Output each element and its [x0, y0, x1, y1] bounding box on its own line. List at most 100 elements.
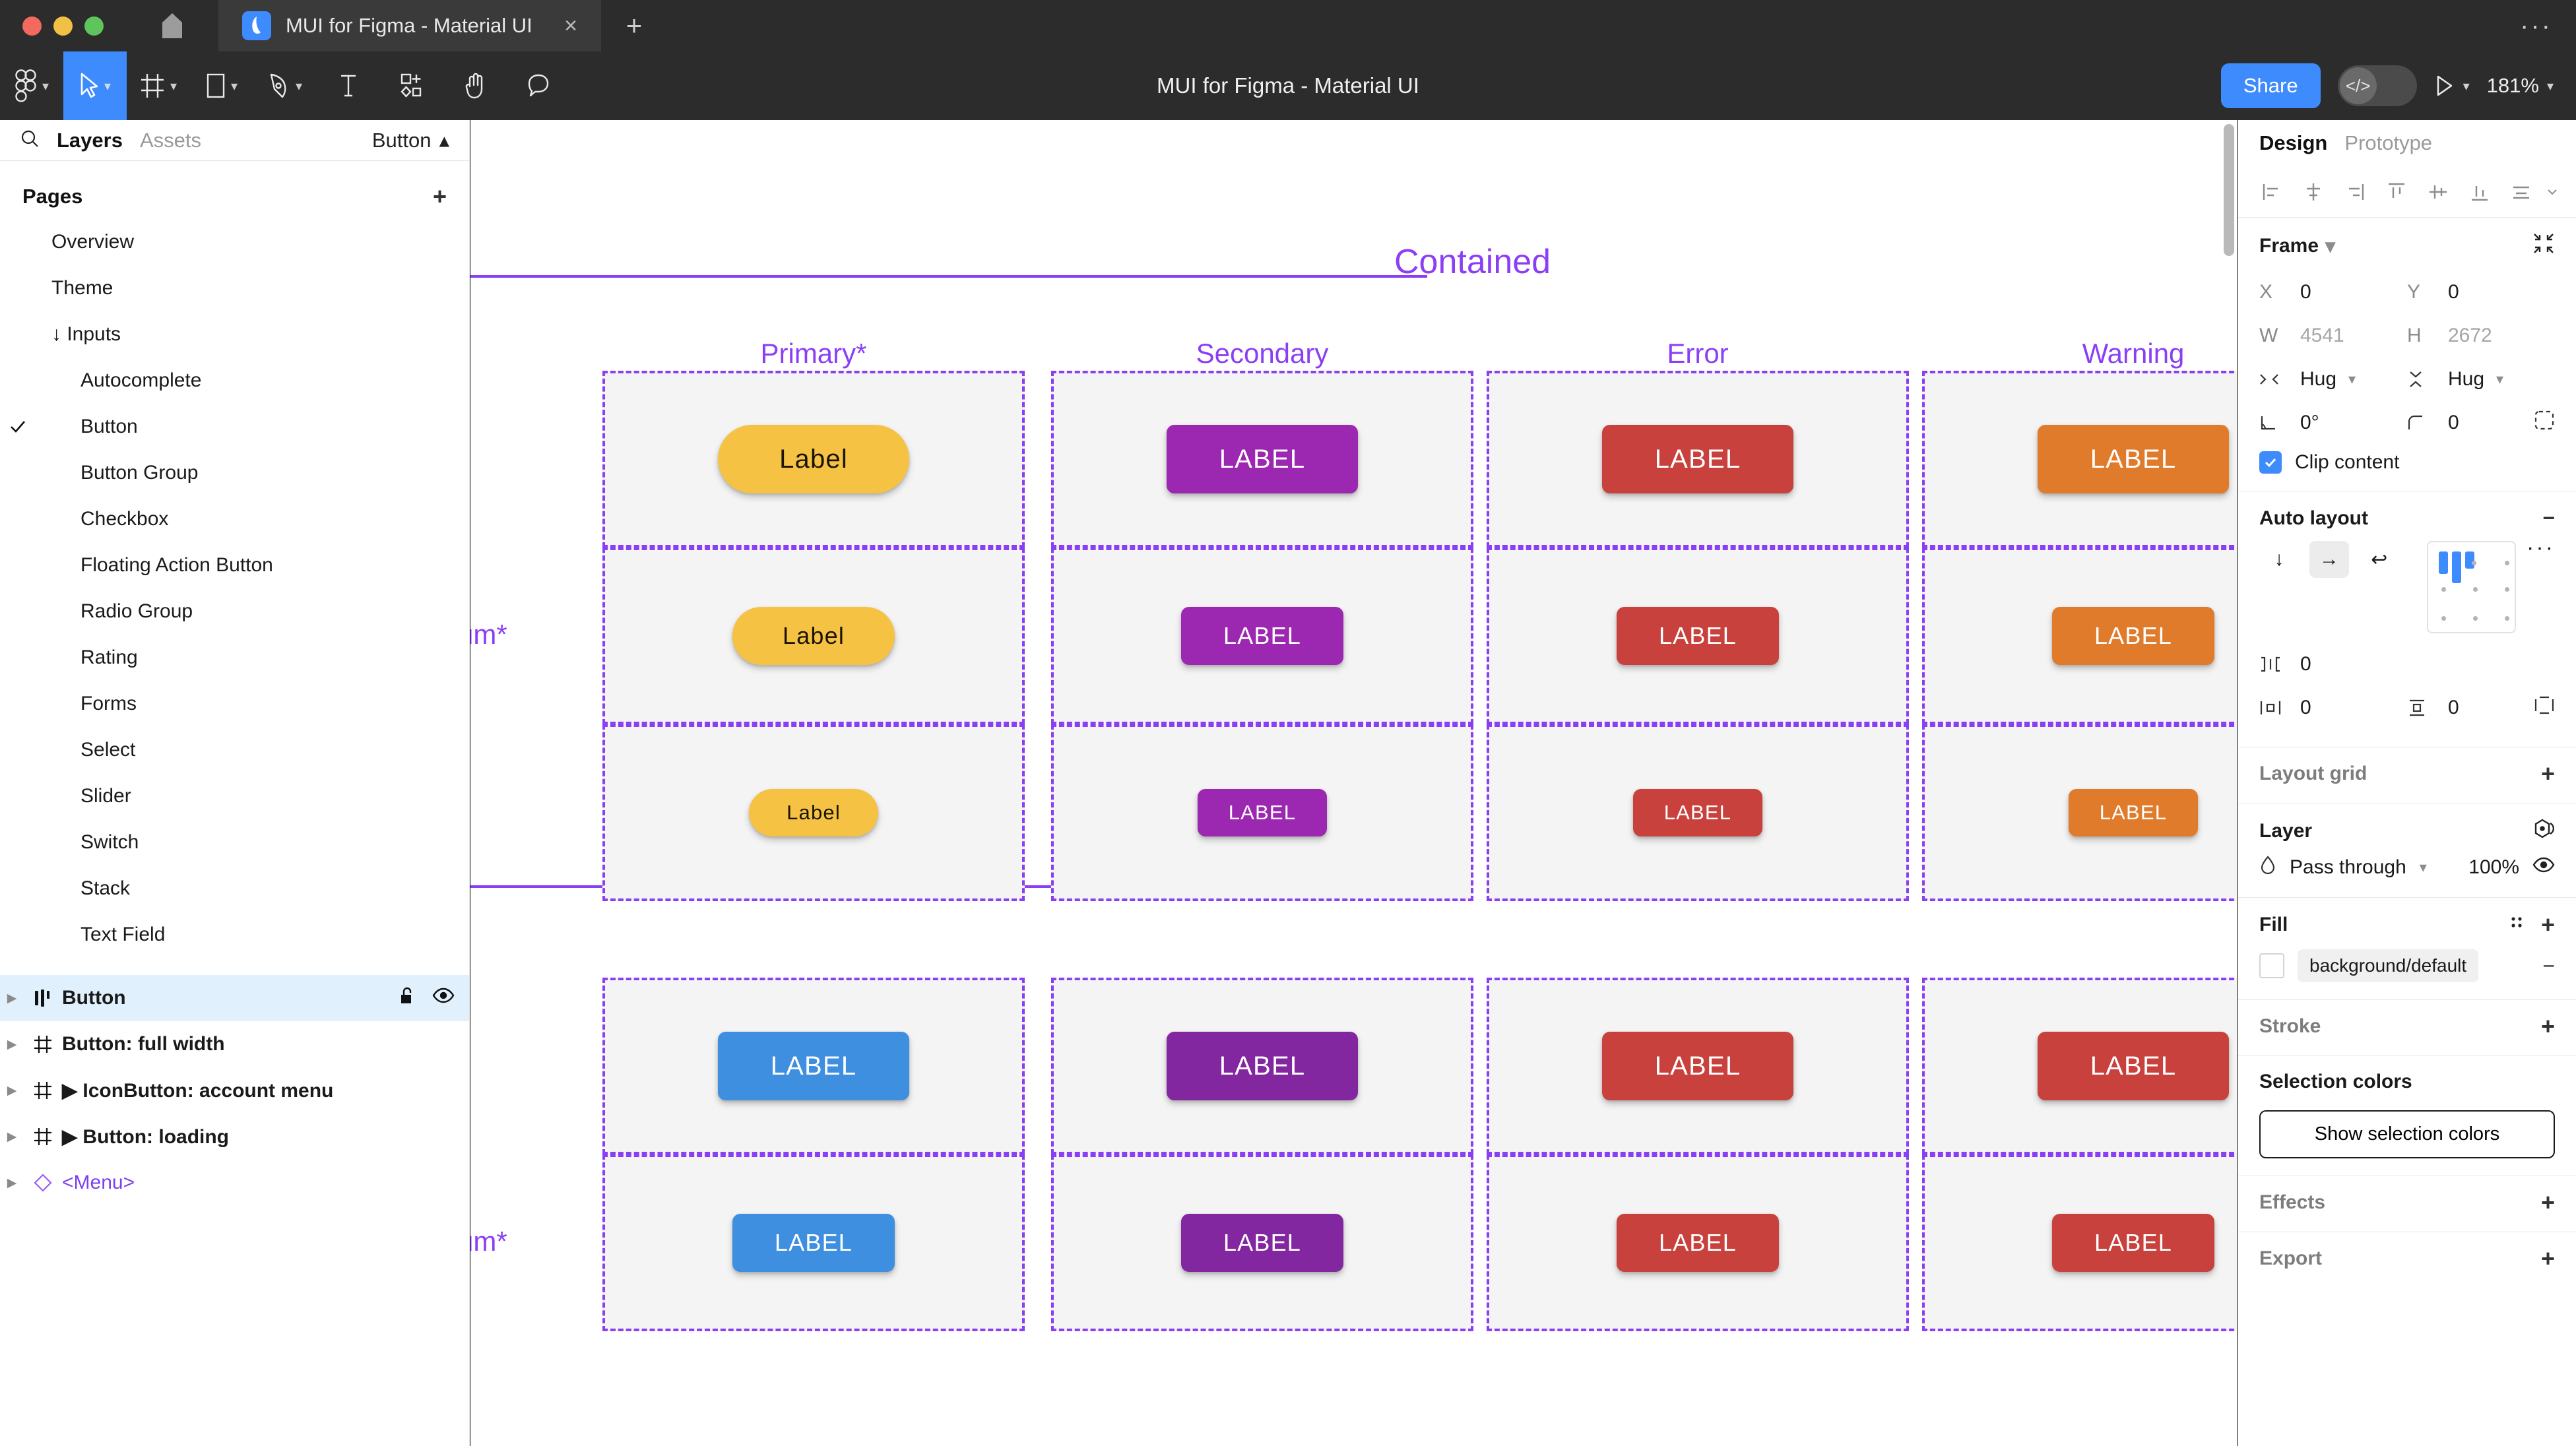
expand-caret-icon[interactable]: ▶	[7, 1176, 17, 1190]
fill-token-name[interactable]: background/default	[2298, 949, 2479, 982]
remove-fill-button[interactable]: −	[2542, 953, 2555, 978]
page-item-forms[interactable]: Forms	[0, 681, 469, 727]
clip-content-row[interactable]: Clip content	[2259, 451, 2555, 474]
layer-row[interactable]: ▶Button: full width	[0, 1021, 469, 1067]
fill-styles-icon[interactable]	[2507, 912, 2527, 937]
page-item-theme[interactable]: Theme	[0, 265, 469, 311]
direction-vertical-button[interactable]: ↓	[2274, 548, 2284, 570]
page-item-switch[interactable]: Switch	[0, 819, 469, 865]
auto-layout-more-button[interactable]: ···	[2527, 535, 2556, 560]
lock-icon[interactable]	[399, 986, 416, 1011]
material-button[interactable]: LABEL	[1602, 425, 1793, 493]
layer-row[interactable]: ▶▶ Button: loading	[0, 1114, 469, 1160]
minimize-window-button[interactable]	[53, 16, 73, 36]
remove-auto-layout-button[interactable]: −	[2542, 506, 2555, 530]
align-right-icon[interactable]	[2336, 172, 2375, 212]
expand-caret-icon[interactable]: ▶	[7, 1129, 17, 1144]
frame-radius-field[interactable]: 0	[2407, 401, 2555, 445]
new-tab-button[interactable]: +	[626, 10, 643, 41]
layer-row[interactable]: ▶<Menu>	[0, 1160, 469, 1206]
clip-content-checkbox[interactable]	[2259, 451, 2282, 474]
align-bottom-icon[interactable]	[2461, 172, 2499, 212]
page-item-rating[interactable]: Rating	[0, 635, 469, 681]
search-icon[interactable]	[20, 129, 40, 152]
tab-design[interactable]: Design	[2259, 131, 2328, 154]
show-selection-colors-button[interactable]: Show selection colors	[2259, 1110, 2555, 1158]
text-tool-icon[interactable]	[317, 51, 380, 120]
frame-rotation-field[interactable]: 0°	[2259, 401, 2407, 445]
align-vertical-center-icon[interactable]	[2419, 172, 2458, 212]
present-button[interactable]: ▾	[2434, 75, 2470, 97]
frame-hug-height-field[interactable]: Hug ▾	[2407, 358, 2555, 401]
auto-layout-gap-field[interactable]: 0	[2259, 643, 2407, 686]
comment-tool-icon[interactable]	[507, 51, 570, 120]
chevron-down-icon[interactable]: ▾	[2325, 235, 2336, 257]
layer-row[interactable]: ▶Button	[0, 975, 469, 1021]
component-selector[interactable]: Button ▴	[372, 129, 449, 152]
hand-tool-icon[interactable]	[443, 51, 507, 120]
material-button[interactable]: LABEL	[1181, 607, 1343, 665]
material-button[interactable]: LABEL	[718, 1032, 909, 1100]
frame-tool-icon[interactable]: ▾	[127, 51, 190, 120]
layer-row[interactable]: ▶▶ IconButton: account menu	[0, 1067, 469, 1114]
page-item-button[interactable]: Button	[0, 404, 469, 450]
chevron-down-icon[interactable]: ▾	[2419, 859, 2427, 875]
layer-opacity-value[interactable]: 100%	[2468, 856, 2519, 878]
add-export-button[interactable]: +	[2540, 1245, 2555, 1272]
padding-horizontal-field[interactable]: 0	[2259, 686, 2407, 730]
material-button[interactable]: LABEL	[2052, 607, 2214, 665]
material-button[interactable]: LABEL	[1181, 1214, 1343, 1272]
auto-layout-alignment-pad[interactable]	[2426, 541, 2517, 633]
direction-wrap-button[interactable]: ↩	[2371, 548, 2388, 571]
material-button[interactable]: LABEL	[1633, 789, 1762, 836]
material-button[interactable]: LABEL	[1617, 1214, 1779, 1272]
tab-prototype[interactable]: Prototype	[2344, 131, 2433, 154]
page-item-autocomplete[interactable]: Autocomplete	[0, 358, 469, 404]
material-button[interactable]: Label	[749, 789, 878, 836]
distribute-icon[interactable]	[2502, 172, 2541, 212]
padding-vertical-field[interactable]: 0	[2407, 686, 2555, 730]
material-button[interactable]: LABEL	[1167, 425, 1358, 493]
maximize-window-button[interactable]	[84, 16, 104, 36]
fill-color-swatch[interactable]	[2259, 953, 2284, 978]
page-item-checkbox[interactable]: Checkbox	[0, 496, 469, 542]
visibility-eye-icon[interactable]	[2532, 856, 2555, 879]
page-item-stack[interactable]: Stack	[0, 865, 469, 912]
align-left-icon[interactable]	[2253, 172, 2292, 212]
shape-tool-icon[interactable]: ▾	[190, 51, 253, 120]
expand-caret-icon[interactable]: ▶	[7, 991, 17, 1005]
add-effect-button[interactable]: +	[2540, 1189, 2555, 1216]
canvas-scrollbar[interactable]	[2224, 124, 2234, 256]
material-button[interactable]: LABEL	[732, 1214, 895, 1272]
material-button[interactable]: LABEL	[1198, 789, 1327, 836]
eye-icon[interactable]	[432, 987, 455, 1009]
frame-x-field[interactable]: X 0	[2259, 270, 2407, 314]
figma-menu-icon[interactable]: ▾	[0, 51, 63, 120]
expand-caret-icon[interactable]: ▶	[7, 1037, 17, 1052]
page-item-overview[interactable]: Overview	[0, 219, 469, 265]
close-window-button[interactable]	[22, 16, 42, 36]
page-item-slider[interactable]: Slider	[0, 773, 469, 819]
tab-assets[interactable]: Assets	[139, 128, 201, 152]
material-button[interactable]: Label	[718, 425, 909, 493]
material-button[interactable]: LABEL	[1617, 607, 1779, 665]
page-item-floating-action-button[interactable]: Floating Action Button	[0, 542, 469, 588]
blend-mode-value[interactable]: Pass through	[2290, 856, 2406, 878]
material-button[interactable]: LABEL	[2038, 1032, 2229, 1100]
resources-tool-icon[interactable]	[380, 51, 443, 120]
page-item-select[interactable]: Select	[0, 727, 469, 773]
zoom-control[interactable]: 181% ▾	[2487, 74, 2554, 98]
page-item-button-group[interactable]: Button Group	[0, 450, 469, 496]
dev-mode-toggle[interactable]: </>	[2337, 65, 2417, 106]
individual-padding-icon[interactable]	[2534, 695, 2555, 720]
share-button[interactable]: Share	[2220, 63, 2321, 108]
material-button[interactable]: LABEL	[2052, 1214, 2214, 1272]
close-tab-icon[interactable]: ×	[564, 13, 577, 38]
page-item-text-field[interactable]: Text Field	[0, 912, 469, 958]
material-button[interactable]: LABEL	[2069, 789, 2198, 836]
pen-tool-icon[interactable]: ▾	[253, 51, 317, 120]
browser-tab[interactable]: MUI for Figma - Material UI ×	[218, 0, 601, 51]
material-button[interactable]: LABEL	[2038, 425, 2229, 493]
collapse-frame-icon[interactable]	[2532, 232, 2555, 260]
